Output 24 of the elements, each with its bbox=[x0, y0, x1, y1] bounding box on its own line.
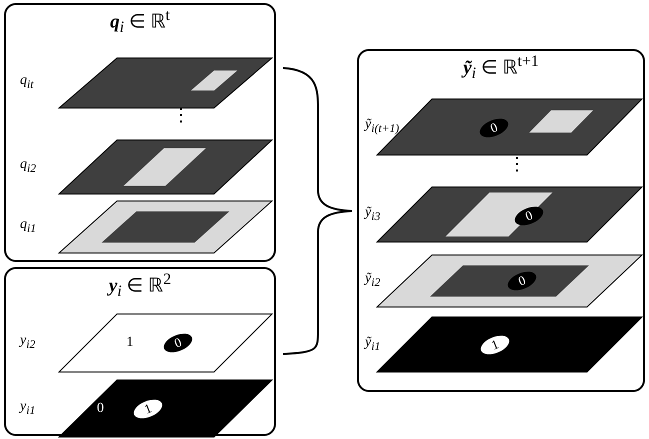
panel-title: ỹ$_{i}$ ∈ ℝ$^{t+1}$ bbox=[460, 53, 540, 84]
panel-title: q$_{i}$ ∈ ℝ$^{t}$ bbox=[109, 7, 171, 38]
layer-plane bbox=[59, 140, 272, 194]
layer-label: q$_{i2}$ bbox=[20, 157, 36, 175]
layer-label: y$_{i2}$ bbox=[20, 333, 36, 351]
panel-title: y$_{i}$ ∈ ℝ$^{2}$ bbox=[106, 271, 172, 302]
layer-label: q$_{it}$ bbox=[20, 73, 34, 91]
layer-plane bbox=[59, 380, 272, 437]
vertical-ellipsis: ⋮ bbox=[508, 153, 526, 175]
group-panel bbox=[357, 49, 645, 392]
value-digit: 1 bbox=[126, 335, 134, 351]
layer-label: q$_{i1}$ bbox=[20, 217, 36, 235]
layer-label: ỹ$_{i3}$ bbox=[365, 204, 380, 222]
layer-label: ỹ$_{i(t+1)}$ bbox=[365, 117, 400, 135]
layer-plane bbox=[59, 314, 272, 372]
group-panel bbox=[4, 3, 276, 262]
layer-plane bbox=[59, 201, 272, 253]
layer-plane bbox=[59, 58, 272, 108]
value-digit: 0 bbox=[96, 400, 104, 416]
group-panel bbox=[4, 267, 276, 436]
layer-label: ỹ$_{i1}$ bbox=[365, 334, 380, 352]
layer-label: ỹ$_{i2}$ bbox=[365, 271, 380, 289]
layer-label: y$_{i1}$ bbox=[20, 398, 36, 416]
layer-plane bbox=[377, 317, 642, 372]
